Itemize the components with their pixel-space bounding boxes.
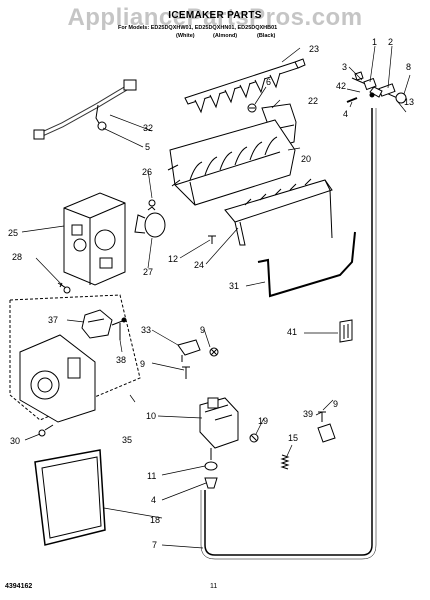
callout-12: 12 [168,254,178,264]
part-screw-9a[interactable] [209,347,219,357]
callout-11: 11 [147,471,156,481]
leader-lines [21,45,411,549]
part-mold-20[interactable] [167,119,296,206]
callout-20: 20 [301,154,311,164]
callout-9b: 9 [140,359,145,369]
part-screw-6[interactable] [247,103,257,113]
callout-9a: 9 [200,325,205,335]
part-motor-27[interactable] [134,212,166,238]
callout-labels: 1 2 3 8 42 13 4 23 6 22 20 32 5 26 25 12… [8,37,414,550]
part-bail-arm-31[interactable] [257,231,356,298]
part-spring-15[interactable] [280,454,290,470]
callout-41: 41 [287,327,297,337]
callout-33: 33 [141,325,151,335]
callout-32: 32 [143,123,153,133]
callout-23: 23 [309,44,319,54]
part-screw-30[interactable] [38,424,54,437]
callout-6: 6 [266,77,271,87]
callout-35: 35 [122,435,132,445]
callout-37: 37 [48,315,58,325]
callout-7: 7 [152,540,157,550]
callout-22: 22 [308,96,318,106]
part-clip-41[interactable] [339,319,353,343]
callout-27: 27 [143,267,153,277]
part-wire-harness[interactable] [33,79,137,140]
part-screw-9b[interactable] [182,366,190,379]
page-number: 11 [210,583,218,590]
part-ferrule-4[interactable] [204,477,218,489]
document-number: 4394162 [5,583,33,590]
part-inlet-fittings[interactable] [346,71,407,104]
model-line: For Models: ED25DQXHW01, ED25DQXHN01, ED… [118,25,278,31]
callout-2: 2 [388,37,393,47]
callout-24: 24 [194,260,204,270]
callout-4a: 4 [343,109,348,119]
callout-1: 1 [372,37,377,47]
watermark: AppliancePartsPros.com [67,4,363,31]
part-module-housing-25[interactable] [63,192,126,286]
diagram-title: ICEMAKER PARTS [168,10,262,21]
callout-13: 13 [404,97,414,107]
part-thermostat-38[interactable] [111,317,127,340]
color-almond: (Almond) [213,33,238,39]
callout-9c: 9 [333,399,338,409]
callout-18: 18 [150,515,160,525]
color-white: (White) [176,33,195,39]
part-screw-28[interactable] [57,282,71,294]
callout-39: 39 [303,409,313,419]
callout-28: 28 [12,252,22,262]
part-screw-19[interactable] [249,433,259,443]
part-fitting-11[interactable] [204,461,218,471]
callout-25: 25 [8,228,18,238]
callout-30: 30 [10,436,20,446]
part-water-tube-7[interactable] [200,108,377,560]
cover-group-35 [9,294,141,421]
part-water-valve-10[interactable] [199,397,239,460]
callout-5: 5 [145,142,150,152]
callout-19: 19 [258,416,268,426]
callout-8: 8 [406,62,411,72]
part-cover-plate[interactable] [19,334,96,423]
callout-4b: 4 [151,495,156,505]
callout-3: 3 [342,62,347,72]
callout-15: 15 [288,433,298,443]
part-clip-26[interactable] [147,199,156,211]
callout-42: 42 [336,81,346,91]
callout-26: 26 [142,167,152,177]
part-stripper-24[interactable] [224,178,333,246]
part-bracket-33[interactable] [177,339,201,362]
callout-10: 10 [146,411,156,421]
part-foam-pad-18[interactable] [34,449,106,546]
callout-38: 38 [116,355,126,365]
callout-31: 31 [229,281,239,291]
part-screw-12[interactable] [208,235,216,244]
color-black: (Black) [257,33,276,39]
part-cover-37[interactable] [81,309,113,339]
part-ejector[interactable] [184,58,306,114]
part-bracket-39[interactable] [317,423,336,443]
